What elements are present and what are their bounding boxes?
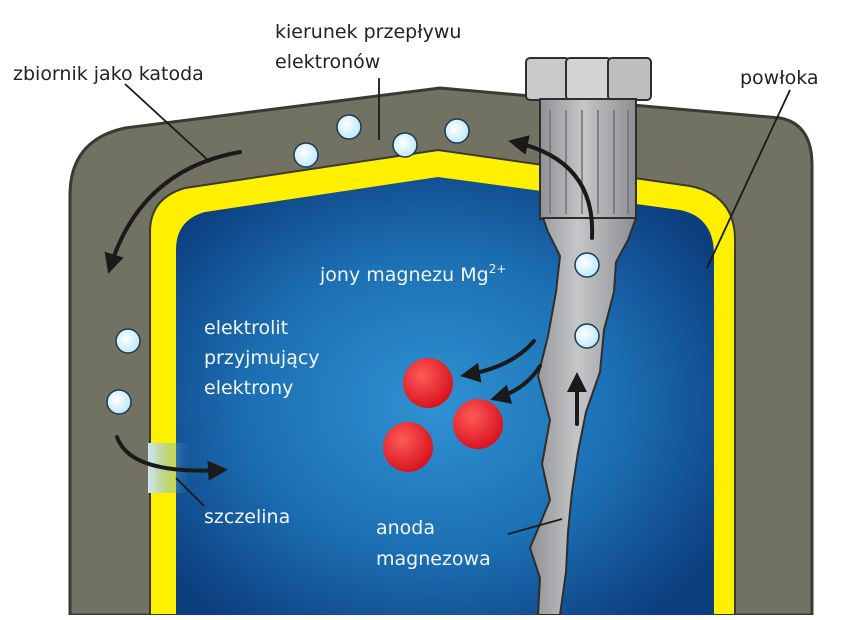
electrons: [106, 114, 600, 415]
arrows: [104, 135, 595, 481]
leader-coating: [706, 89, 791, 269]
particle: [383, 422, 433, 472]
particle: [403, 358, 453, 408]
label-ions-text: jony magnezu Mg: [319, 264, 489, 286]
leader-lines: [124, 78, 791, 535]
arrow-ions-to-particles-1: [460, 339, 536, 383]
electron: [444, 118, 470, 144]
particle: [453, 399, 503, 449]
label-anode-line2: magnezowa: [376, 548, 491, 570]
mg-ion: [574, 252, 600, 278]
electron: [293, 142, 319, 168]
label-flow-line1: kierunek przepływu: [275, 21, 461, 43]
arrow-up-rod-to-head: [508, 135, 595, 240]
label-electrolyte-line1: elektrolit: [204, 317, 288, 339]
anode-hex-head: [525, 57, 652, 101]
label-ions-sup: 2+: [489, 262, 507, 276]
mg-ion: [574, 323, 600, 349]
arrow-gap-flow: [115, 435, 228, 481]
electron: [392, 132, 418, 158]
label-flow-line2: elektronów: [275, 51, 380, 73]
label-ions: jony magnezu Mg2+: [319, 262, 506, 286]
arrow-ions-to-particles-2: [490, 364, 542, 404]
label-tank: zbiornik jako katoda: [13, 63, 204, 85]
electron: [115, 328, 141, 354]
leader-anode: [507, 518, 563, 535]
label-electrolyte-line2: przyjmujący: [204, 347, 320, 369]
label-electrolyte-line3: elektrony: [204, 377, 293, 399]
label-coating: powłoka: [740, 67, 819, 89]
electrolyte-particles: [383, 358, 503, 472]
arrow-wall-down-left: [104, 150, 242, 274]
leader-gap: [175, 477, 205, 507]
label-gap: szczelina: [204, 506, 290, 528]
electron: [336, 114, 362, 140]
electron: [106, 389, 132, 415]
label-anode-line1: anoda: [376, 517, 435, 539]
leader-tank: [124, 83, 211, 163]
